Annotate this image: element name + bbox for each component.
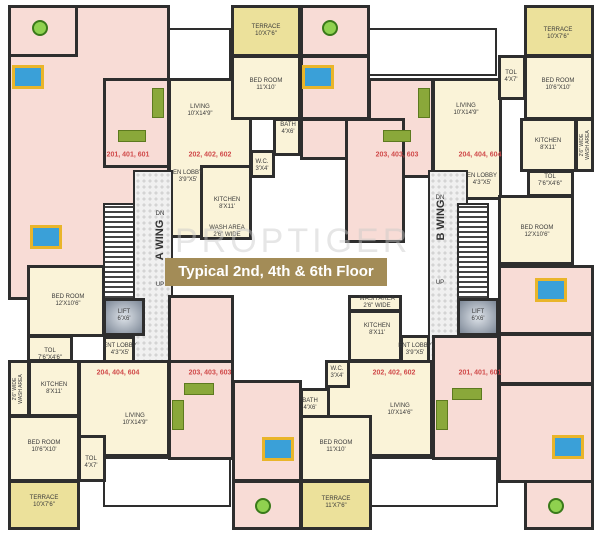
bed-icon bbox=[12, 65, 44, 89]
bed-icon bbox=[535, 278, 567, 302]
bath-br bbox=[300, 388, 330, 418]
bed-icon bbox=[552, 435, 584, 459]
bedroom-bc bbox=[232, 380, 302, 482]
room-label: W.C.3'X4' bbox=[255, 159, 269, 172]
b-wing-staircase[interactable] bbox=[457, 203, 489, 300]
sofa-icon bbox=[418, 88, 430, 118]
bath-202 bbox=[273, 118, 301, 156]
wc-202 bbox=[250, 150, 275, 178]
open-duct-top-right bbox=[367, 28, 497, 76]
plan-title: Typical 2nd, 4th & 6th Floor Plan bbox=[165, 258, 387, 308]
a-wing-staircase[interactable] bbox=[103, 203, 135, 300]
unit-label-br-201: 201, 401, 601 bbox=[458, 369, 502, 377]
sofa-icon bbox=[452, 388, 482, 400]
bed-icon bbox=[302, 65, 334, 89]
stair-up-label: UP bbox=[155, 282, 165, 288]
plant-icon bbox=[548, 498, 564, 514]
bedroom2-br-201 bbox=[498, 383, 594, 483]
unit-label-br-202: 202, 402, 602 bbox=[372, 369, 416, 377]
bedroom-202 bbox=[231, 55, 301, 120]
toilet2-bl bbox=[78, 435, 106, 482]
a-wing-label: A WING bbox=[154, 219, 166, 261]
unit-label-bl-204: 204, 404, 604 bbox=[96, 369, 140, 377]
plant-icon bbox=[32, 20, 48, 36]
bed-icon bbox=[262, 437, 294, 461]
sofa-icon bbox=[172, 400, 184, 430]
unit-label-bc-203: 203, 403, 603 bbox=[188, 369, 232, 377]
sofa-icon bbox=[383, 130, 411, 142]
plant-icon bbox=[255, 498, 271, 514]
stair-up-label: UP bbox=[435, 280, 445, 286]
terrace-bl bbox=[8, 480, 80, 530]
unit-label-203: 203, 403, 603 bbox=[375, 151, 419, 159]
unit-label-201: 201, 401, 601 bbox=[106, 151, 150, 159]
terrace-204 bbox=[524, 5, 594, 57]
sofa-icon bbox=[118, 130, 146, 142]
bedroom-bl bbox=[27, 265, 105, 337]
plant-icon bbox=[322, 20, 338, 36]
room-label: W.C.3'X4' bbox=[330, 366, 344, 379]
bed-icon bbox=[30, 225, 62, 249]
stair-dn-label: DN bbox=[155, 211, 165, 217]
sofa-icon bbox=[184, 383, 214, 395]
unit-label-204: 204, 404, 604 bbox=[458, 151, 502, 159]
kitchen-br-201 bbox=[498, 333, 594, 385]
b-wing-label: B WING bbox=[435, 199, 447, 241]
stair-dn-label: DN bbox=[435, 195, 445, 201]
wc-br bbox=[325, 360, 350, 388]
bedroom2-204 bbox=[498, 195, 574, 265]
sofa-icon bbox=[152, 88, 164, 118]
wash-area-204 bbox=[575, 118, 594, 172]
toilet-203 bbox=[300, 118, 348, 160]
toilet-204 bbox=[498, 55, 526, 100]
kitchen-202 bbox=[200, 165, 252, 240]
watermark: PROPTIGER bbox=[175, 222, 412, 260]
unit-label-202: 202, 402, 602 bbox=[188, 151, 232, 159]
open-duct-bottom-left bbox=[103, 457, 231, 507]
toilet-bl bbox=[27, 335, 73, 362]
terrace-br bbox=[300, 480, 372, 530]
sofa-icon bbox=[436, 400, 448, 430]
b-wing-lift bbox=[457, 298, 499, 336]
open-duct-bottom-right bbox=[370, 457, 498, 507]
